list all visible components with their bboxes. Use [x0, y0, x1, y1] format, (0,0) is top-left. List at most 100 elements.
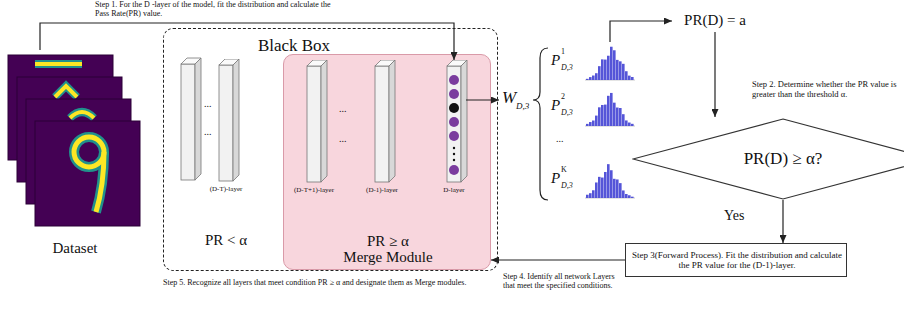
histogram-bar [601, 59, 604, 80]
step-note: Step 2. Determine whether the PR value i… [752, 80, 897, 100]
diamond-shape [633, 119, 904, 199]
ellipsis-dot [453, 147, 455, 149]
histogram-bar [619, 108, 622, 126]
decision-text: PR(D) ≥ α? [632, 149, 904, 169]
black-box-region: Black Box PR < α (D-T)-layer PR ≥ αMerge Mo… [163, 28, 498, 271]
output-arrow [466, 99, 499, 100]
histogram-bar [610, 170, 613, 198]
histogram-bar [631, 124, 634, 126]
histogram-bar [604, 105, 607, 126]
neuron-dot [449, 103, 459, 113]
ellipsis: ... [204, 98, 212, 110]
histogram-bar [625, 120, 628, 126]
neuron-dot [449, 165, 459, 175]
superscript: K [561, 165, 567, 174]
subscript: D,3 [516, 101, 529, 111]
histogram-bar [589, 77, 592, 80]
slab-side [233, 59, 239, 181]
slab-front [447, 66, 461, 182]
histogram-bar [613, 103, 616, 126]
slab-side [461, 60, 467, 182]
histogram-bar [628, 123, 631, 126]
histogram-bar [613, 179, 616, 198]
subscript: D,3 [561, 63, 573, 72]
slab-front [307, 66, 321, 182]
layer-label: (D-T)-layer [199, 185, 253, 193]
layer-label: (D-1)-layer [354, 186, 410, 194]
decision-arrow [714, 32, 715, 117]
step-note: Step 1. For the D -layer of the model, f… [95, 0, 340, 18]
step-note: Step 5. Recognize all layers that meet c… [163, 278, 503, 287]
histogram-bar [622, 64, 625, 80]
node-text: Black Box [244, 36, 344, 56]
histogram-bar [622, 114, 625, 126]
node-text: PR < α [186, 232, 266, 249]
neuron-dot [449, 117, 459, 127]
brace [533, 48, 548, 200]
slab-side [389, 60, 395, 182]
neuron-dot [449, 131, 459, 141]
histogram-bar [628, 76, 631, 80]
histogram-bar [619, 183, 622, 198]
node-text: Step 3(Forward Process). Fit the distrib… [632, 250, 842, 271]
histogram-bar [604, 60, 607, 80]
edge-label: Yes [722, 208, 746, 224]
result-text: PR(D) = a [675, 12, 755, 29]
histogram-bar [601, 105, 604, 126]
layer-column [181, 58, 201, 180]
node-text: Merge Module [328, 249, 448, 266]
histogram-bar [613, 50, 616, 80]
ellipsis: ... [556, 133, 564, 145]
histogram-bar [616, 108, 619, 126]
flow-arrow [491, 259, 625, 260]
histogram-bar [595, 73, 598, 80]
histogram-bar [622, 190, 625, 198]
layer-column: (D-1)-layer [354, 60, 410, 198]
histogram-bar [610, 47, 613, 80]
distribution-symbol: P [551, 97, 560, 114]
histogram-bar [619, 61, 622, 80]
slab-front [219, 65, 233, 181]
layer-slab [286, 60, 342, 184]
merge-module: PR ≥ αMerge Module (D-T+1)-layer (D-1)-lay… [283, 54, 491, 270]
layer-slab [354, 60, 410, 184]
node-text: PR ≥ α [348, 233, 428, 250]
histogram-bar [598, 66, 601, 80]
histogram-bar [616, 179, 619, 198]
histogram-bar [595, 182, 598, 198]
histogram-bar [592, 190, 595, 198]
layer-slab [426, 60, 482, 184]
dataset-images [8, 55, 140, 226]
ellipsis: ... [204, 126, 212, 138]
step-note: Step 4. Identify all network Layers that… [503, 272, 623, 290]
neuron-dot [449, 89, 459, 99]
histogram-bar [589, 122, 592, 126]
histogram-bar [610, 93, 613, 126]
slab-side [321, 60, 327, 182]
histogram-bar [607, 56, 610, 80]
subscript: D,3 [561, 181, 573, 190]
histogram-bar [607, 96, 610, 126]
histogram-bar [625, 194, 628, 198]
histogram-bar [586, 195, 589, 198]
histogram-bar [598, 177, 601, 198]
histogram-bar [631, 197, 634, 198]
layer-column: (D-T+1)-layer [286, 60, 342, 198]
subscript: D,3 [561, 108, 573, 117]
flow-arrow [782, 200, 783, 243]
histogram-bar [625, 71, 628, 80]
histogram-bar [598, 107, 601, 126]
histogram-bar [586, 79, 589, 80]
histogram-bar [592, 76, 595, 80]
histogram-bar [589, 193, 592, 198]
histogram-bar [631, 77, 634, 80]
layer-column: D-layer [426, 60, 482, 198]
process-box: Step 3(Forward Process). Fit the distrib… [625, 243, 847, 277]
histogram-bar [604, 172, 607, 198]
histogram-bar [595, 116, 598, 126]
ellipsis: ... [339, 103, 347, 115]
neuron-dot [449, 75, 459, 85]
histograms [585, 47, 635, 198]
decision-diamond: PR(D) ≥ α? [632, 118, 904, 200]
